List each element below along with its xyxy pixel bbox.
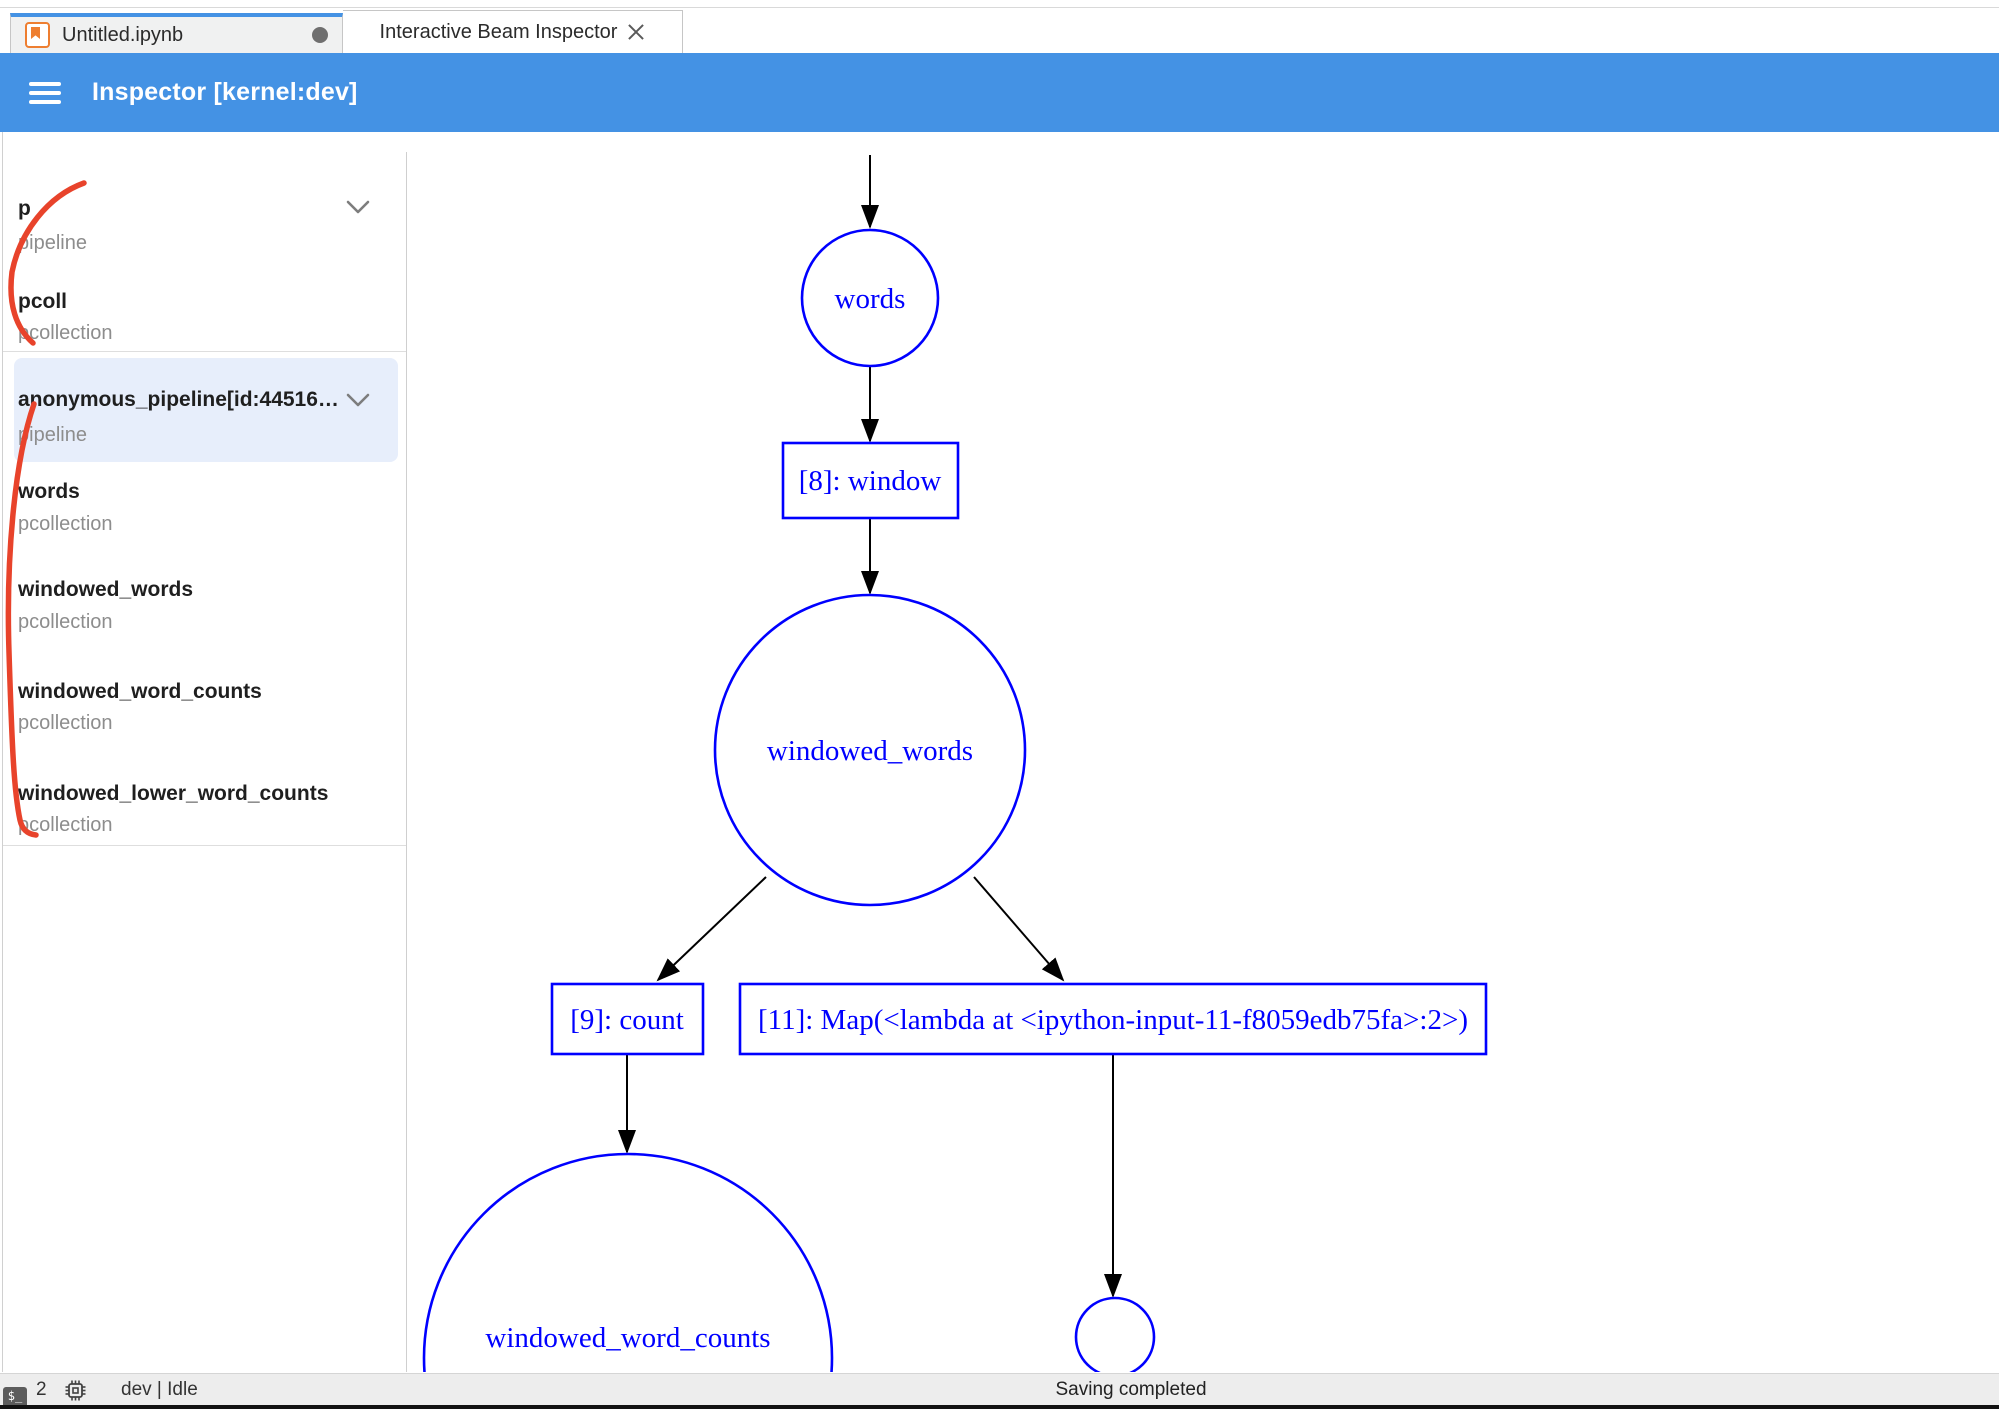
dag-node-windowed-word-counts[interactable]: [422, 1152, 834, 1372]
terminal-icon[interactable]: $_: [3, 1387, 27, 1408]
notebook-icon: [25, 22, 50, 48]
kernel-status[interactable]: dev | Idle: [121, 1379, 198, 1400]
kernel-chip-icon[interactable]: [64, 1379, 87, 1402]
pcollection-type: pcollection: [18, 322, 113, 344]
dag-label-count: [9]: count: [570, 1004, 684, 1036]
pipeline-dag: words [8]: window windowed_words [9]: co…: [422, 155, 1488, 1372]
pipeline-sidebar: p pipeline pcoll pcollection anonymous_p…: [3, 132, 406, 1372]
edge-windowedwords-count: [656, 876, 767, 982]
pcollection-type: pcollection: [18, 611, 113, 633]
inspector-header: Inspector [kernel:dev]: [0, 53, 1999, 132]
page-title: Inspector [kernel:dev]: [92, 78, 358, 106]
pcollection-name: words: [18, 480, 80, 503]
window-left-border: [2, 132, 3, 1372]
chevron-down-icon[interactable]: [346, 200, 370, 214]
dag-label-map: [11]: Map(<lambda at <ipython-input-11-f…: [758, 1004, 1468, 1036]
pcollection-type: pcollection: [18, 814, 113, 836]
dag-label-windowed-word-counts: windowed_word_counts: [485, 1322, 770, 1354]
tab-bar: Untitled.ipynb Interactive Beam Inspecto…: [0, 0, 1999, 53]
tab-untitled-notebook[interactable]: Untitled.ipynb: [10, 13, 343, 53]
pipeline-name: p: [18, 197, 31, 220]
terminal-count[interactable]: 2: [36, 1379, 47, 1400]
dag-node-map[interactable]: [738, 982, 1488, 1056]
status-bar: $_ 2 dev | Idle Saving completed: [0, 1373, 1999, 1408]
dag-edges: [618, 155, 1122, 1298]
tab-beam-inspector[interactable]: Interactive Beam Inspector: [343, 10, 683, 53]
pcollection-name: windowed_word_counts: [18, 680, 262, 703]
status-message: Saving completed: [1055, 1379, 1207, 1400]
window-bottom-edge: [0, 1405, 1999, 1409]
dag-node-words[interactable]: [800, 228, 940, 368]
pcollection-type: pcollection: [18, 712, 113, 734]
dag-node-window[interactable]: [781, 441, 960, 520]
sidebar-bottom-border: [3, 845, 406, 846]
section-divider: [3, 351, 406, 352]
pipeline-type: pipeline: [18, 232, 87, 254]
dag-label-window: [8]: window: [799, 465, 942, 497]
chevron-down-icon[interactable]: [346, 393, 370, 407]
pipeline-name: anonymous_pipeline[id:44516…: [18, 388, 339, 411]
sidebar-divider: [406, 152, 407, 1372]
pcollection-name: windowed_lower_word_counts: [18, 782, 329, 805]
dag-label-windowed-words: windowed_words: [767, 735, 973, 767]
pcollection-name: windowed_words: [18, 578, 194, 601]
top-border: [0, 7, 1999, 8]
dag-label-words: words: [835, 283, 906, 315]
dag-node-unnamed[interactable]: [1074, 1296, 1156, 1372]
hamburger-menu-icon[interactable]: [29, 81, 61, 104]
tab-label: Untitled.ipynb: [62, 23, 184, 46]
pipeline-type: pipeline: [18, 424, 87, 446]
pcollection-type: pcollection: [18, 513, 113, 535]
dag-node-windowed-words[interactable]: [713, 593, 1027, 907]
dag-node-count[interactable]: [550, 982, 705, 1056]
unsaved-dot-icon: [312, 27, 328, 43]
selected-item-highlight: [14, 358, 398, 462]
edge-windowedwords-map: [973, 876, 1065, 982]
tab-label: Interactive Beam Inspector: [379, 20, 618, 43]
pcollection-name: pcoll: [18, 290, 68, 313]
